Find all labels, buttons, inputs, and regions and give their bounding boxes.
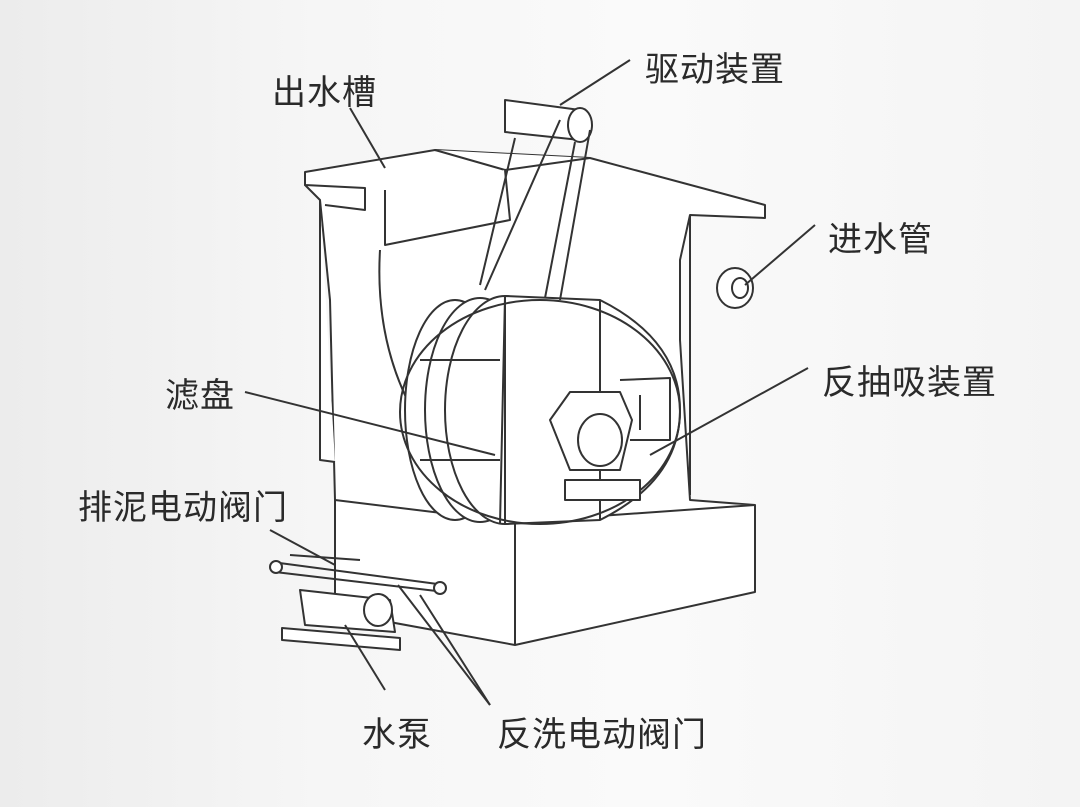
label-drive-device: 驱动装置 [645,50,785,90]
label-outlet-trough: 出水槽 [272,73,377,113]
label-pump: 水泵 [362,715,432,755]
label-inlet-pipe: 进水管 [828,220,933,260]
suction-device [549,377,671,501]
label-backwash-valve: 反洗电动阀门 [497,715,707,755]
label-sludge-valve: 排泥电动阀门 [78,488,288,528]
pump [269,554,447,651]
drive-device [479,99,593,301]
inlet-pipe [716,267,754,309]
leader-lines [244,59,816,706]
label-suction-device: 反抽吸装置 [822,363,997,403]
label-filter-disc: 滤盘 [165,376,235,416]
